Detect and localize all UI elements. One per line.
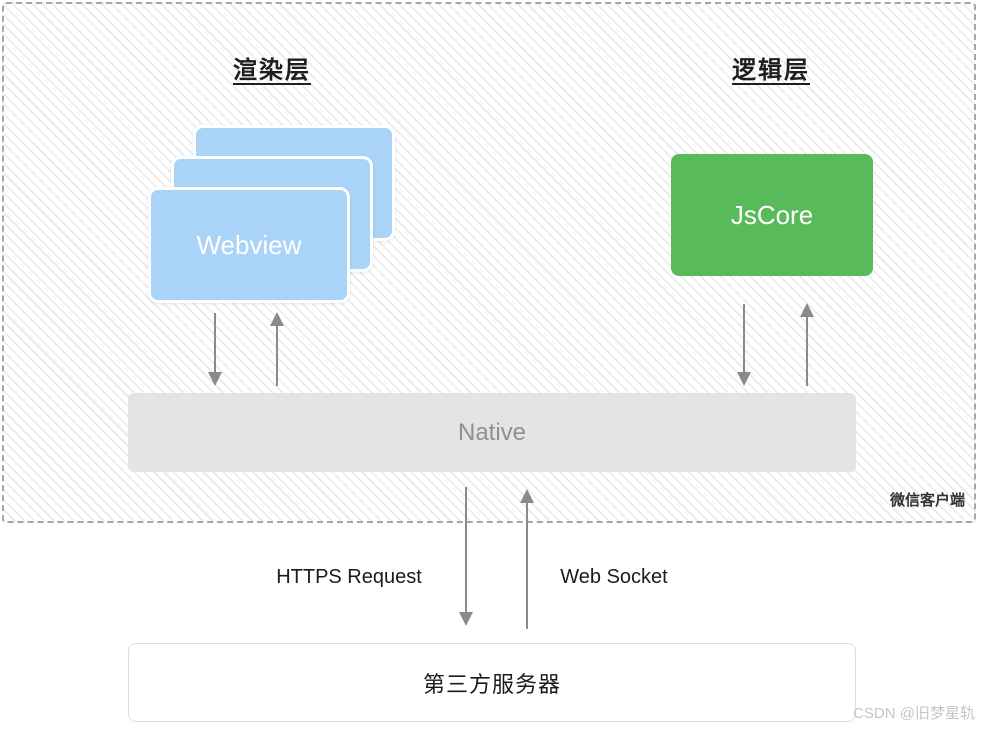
native-bar: Native [128,393,856,472]
server-label: 第三方服务器 [422,671,561,697]
third-party-server-box: 第三方服务器 [128,643,856,722]
webview-label: Webview [196,229,302,260]
jscore-label: JsCore [730,199,814,230]
web-socket-label: Web Socket [560,566,668,588]
jscore-box: JsCore [671,154,873,276]
native-label: Native [457,418,527,446]
https-request-label: HTTPS Request [276,566,422,588]
watermark: CSDN @旧梦星轨 [853,705,975,722]
wechat-client-label: 微信客户端 [889,492,965,509]
render-layer-title: 渲染层 [233,57,311,84]
logic-layer-title: 逻辑层 [732,57,810,84]
webview-card-front: Webview [148,187,350,303]
